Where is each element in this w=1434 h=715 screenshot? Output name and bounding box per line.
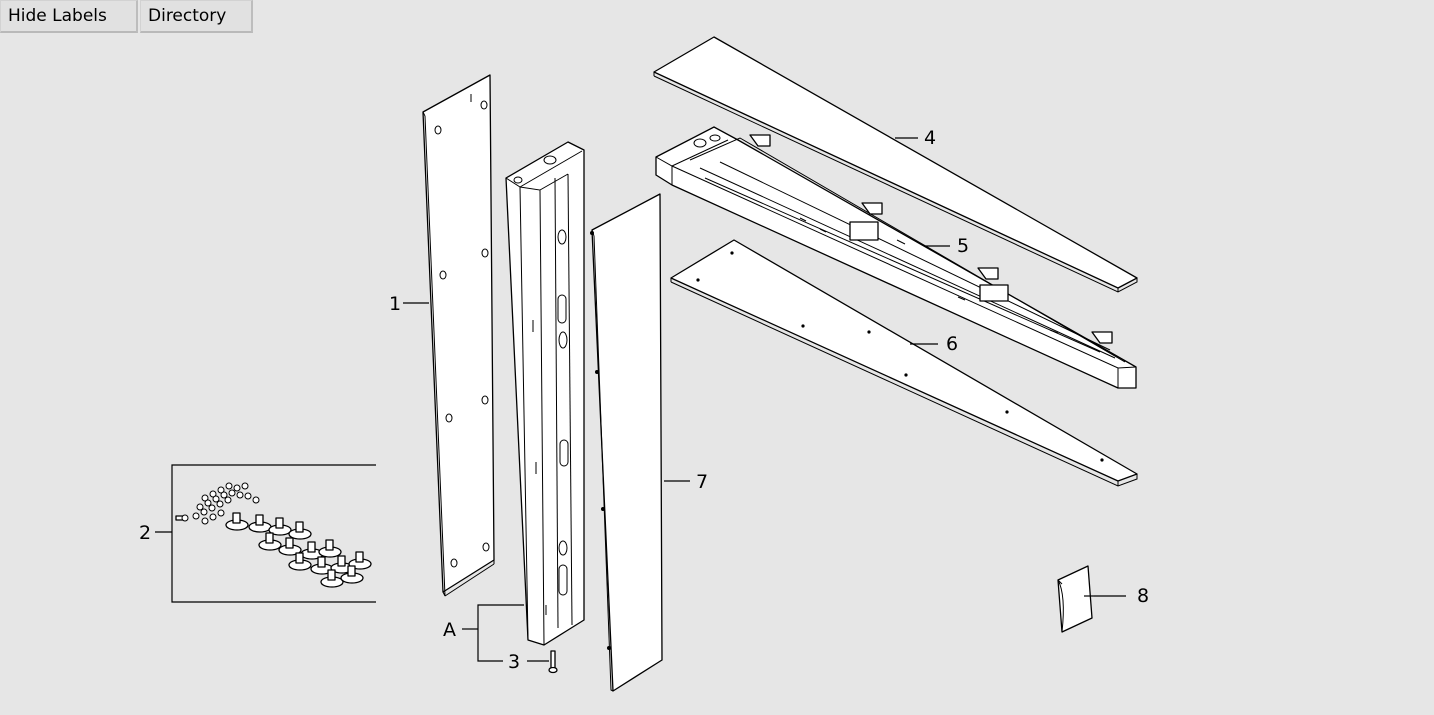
callout-5[interactable]: 5 [957, 235, 969, 257]
callout-7[interactable]: 7 [696, 471, 708, 493]
part-3-bolt[interactable] [548, 650, 558, 674]
callout-8[interactable]: 8 [1137, 585, 1149, 607]
part-6-bottom-panel[interactable] [670, 239, 1138, 487]
callout-A[interactable]: A [443, 619, 456, 641]
part-1-side-panel[interactable] [422, 74, 495, 597]
callout-1[interactable]: 1 [389, 293, 401, 315]
part-7-front-panel[interactable] [590, 193, 663, 692]
part-A-upright-frame[interactable] [505, 141, 585, 646]
toolbar: Hide Labels Directory [0, 0, 253, 33]
part-5-frame-beam[interactable] [655, 126, 1137, 389]
hide-labels-button[interactable]: Hide Labels [0, 0, 138, 33]
callout-6[interactable]: 6 [946, 333, 958, 355]
leader-lines [155, 137, 1126, 662]
part-8-bag[interactable] [1057, 565, 1093, 633]
hardware-items [175, 482, 372, 588]
directory-button[interactable]: Directory [140, 0, 253, 33]
callout-2[interactable]: 2 [139, 522, 151, 544]
callout-3[interactable]: 3 [508, 651, 520, 673]
part-4-top-panel[interactable] [653, 36, 1138, 293]
callout-4[interactable]: 4 [924, 127, 936, 149]
part-2-hardware-kit[interactable] [171, 464, 376, 603]
